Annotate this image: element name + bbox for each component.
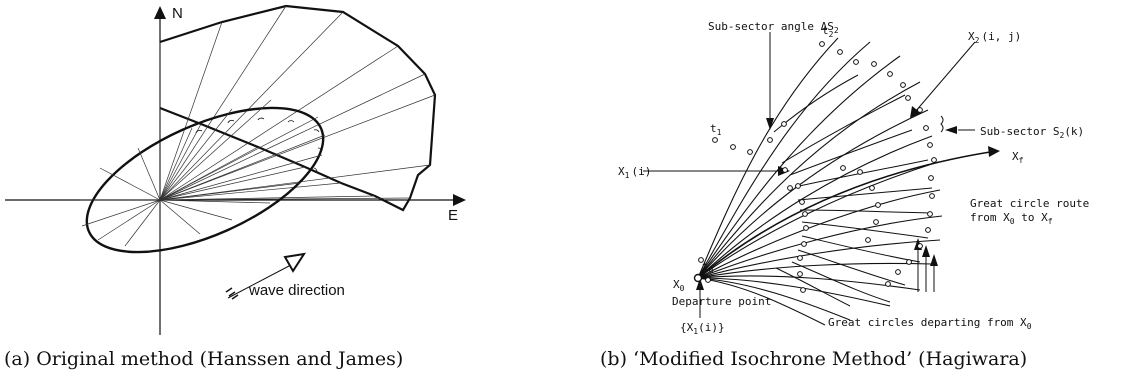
wave-direction-tail <box>225 287 239 300</box>
great-circle-curves <box>697 37 943 326</box>
x1-set-label: {X1(i)} <box>680 321 725 336</box>
caption-b: (b) ‘Modified Isochrone Method’ (Hagiwar… <box>600 348 1028 370</box>
t0-label: t0 <box>702 260 714 275</box>
x1-label: X1(i) <box>618 165 651 180</box>
t1-label: t1 <box>710 122 722 137</box>
subsector-label: Sub-sector S2(k) <box>980 125 1084 140</box>
secondary-curves <box>773 74 933 307</box>
right-angle-markers <box>195 117 323 173</box>
wave-direction-arrowhead <box>283 252 307 273</box>
xf-arrowhead <box>988 146 1000 157</box>
north-arrowhead <box>154 6 166 19</box>
east-label: E <box>448 207 458 224</box>
panel-original-method: N E wave direction <box>0 0 470 340</box>
ellipse-spokes <box>80 99 326 247</box>
xf-label: Xf <box>1012 150 1024 165</box>
wave-ellipse <box>85 106 325 254</box>
outer-isochrone <box>159 4 437 212</box>
wave-direction-line <box>227 265 290 299</box>
great-circle-route <box>697 151 991 279</box>
great-circle-route-label: Great circle route <box>970 197 1089 210</box>
great-circle-route-label-2: from X0 to Xf <box>970 211 1053 226</box>
caption-a: (a) Original method (Hanssen and James) <box>4 348 404 370</box>
isochrone-points <box>698 41 937 293</box>
x2-label: X2(i, j) <box>968 30 1021 45</box>
departure-point-label: Departure point <box>672 295 771 308</box>
radial-lines <box>159 5 436 201</box>
isochrone-diagram-b: Sub-sector angle ΔS2 X2(i, j) Sub-sector… <box>618 20 1089 336</box>
subsector-angle-label: Sub-sector angle ΔS2 <box>708 20 839 35</box>
east-arrowhead <box>453 194 466 206</box>
panel-modified-isochrone: Sub-sector angle ΔS2 X2(i, j) Sub-sector… <box>560 0 1122 340</box>
great-circles-departing-label: Great circles departing from X0 <box>828 316 1032 331</box>
departure-point <box>693 273 703 283</box>
isochrone-diagram-a: N E wave direction <box>5 4 466 335</box>
t2-label: t2 <box>822 24 834 39</box>
north-label: N <box>172 5 183 22</box>
x0-label: X0 <box>673 278 685 293</box>
wave-direction-label: wave direction <box>248 282 345 299</box>
